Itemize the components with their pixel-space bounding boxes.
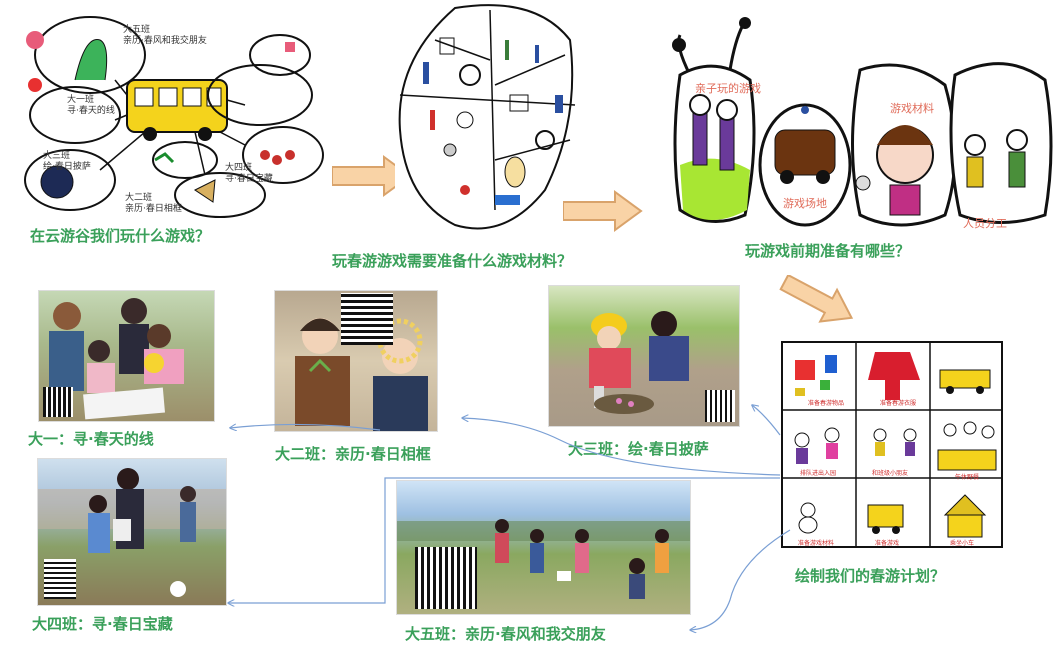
mindmap-label-c5: 大五班 xyxy=(123,25,151,35)
mindmap-label-c1b: 寻·春天的线 xyxy=(67,106,115,116)
plan-label-p1: 准备春游物品 xyxy=(808,400,845,407)
photo-class2 xyxy=(274,290,438,432)
spring-outing-plan-grid: 准备春游物品 准备春游衣服 排队进出入园 和班级小朋友 午休野餐 准备游戏材料 … xyxy=(780,340,1005,550)
mindmap-label-c3b: 绘·春日披萨 xyxy=(43,162,91,172)
plan-label-p5: 午休野餐 xyxy=(955,474,980,481)
plan-label-p6: 准备游戏材料 xyxy=(798,540,835,547)
mindmap-drawing: 大五班 亲历·春风和我交朋友 大一班 寻·春天的线 大三班 绘·春日披萨 大四班… xyxy=(15,10,325,220)
qr-code-icon xyxy=(705,390,735,422)
prep-label-parent-game: 亲子玩的游戏 xyxy=(695,82,761,95)
mindmap-label-c4: 大四班 xyxy=(225,163,253,173)
prep-label-staff: 人员分工 xyxy=(963,217,1007,230)
mindmap-label-c1: 大一班 xyxy=(67,95,95,105)
arrow-down-right-icon xyxy=(779,275,854,323)
materials-leaf-drawing xyxy=(395,0,585,240)
prep-label-venue: 游戏场地 xyxy=(783,197,827,210)
mindmap-label-c3: 大三班 xyxy=(43,151,71,161)
photo-class1 xyxy=(38,290,215,422)
caption-class4: 大四班：寻·春日宝藏 xyxy=(32,615,173,633)
plan-label-p2: 准备春游衣服 xyxy=(880,400,917,407)
preparation-drawing: 亲子玩的游戏 游戏材料 游戏场地 人员分工 xyxy=(665,15,1055,235)
qr-code-icon xyxy=(44,559,76,599)
mindmap-label-c2: 大二班 xyxy=(125,193,153,203)
mindmap-label-c5b: 亲历·春风和我交朋友 xyxy=(123,36,207,46)
qr-code-icon xyxy=(415,547,477,609)
caption-class1: 大一：寻·春天的线 xyxy=(28,430,154,448)
caption-class5: 大五班：亲历·春风和我交朋友 xyxy=(405,625,606,643)
mindmap-label-c2b: 亲历·春日相框 xyxy=(125,204,182,214)
plan-label-p4: 和班级小朋友 xyxy=(872,470,909,477)
caption-class3: 大三班：绘·春日披萨 xyxy=(568,440,709,458)
plan-label-p3: 排队进出入园 xyxy=(800,470,837,477)
arrow-right-icon xyxy=(563,190,643,232)
mindmap-label-c4b: 寻·春日宝藏 xyxy=(225,174,273,184)
photo-class4 xyxy=(37,458,227,606)
photo-class3 xyxy=(548,285,740,427)
caption-step4: 绘制我们的春游计划？ xyxy=(795,567,946,585)
qr-code-icon xyxy=(341,293,393,345)
caption-step1: 在云游谷我们玩什么游戏？ xyxy=(30,227,211,245)
plan-label-p7: 准备游戏 xyxy=(875,540,900,547)
caption-step2: 玩春游游戏需要准备什么游戏材料？ xyxy=(332,252,573,270)
caption-class2: 大二班：亲历·春日相框 xyxy=(275,445,431,463)
qr-code-icon xyxy=(43,387,73,417)
plan-label-p8: 乘坐小车 xyxy=(950,540,975,547)
prep-label-materials: 游戏材料 xyxy=(890,102,934,115)
caption-step3: 玩游戏前期准备有哪些？ xyxy=(745,242,911,260)
photo-class5 xyxy=(396,480,691,615)
